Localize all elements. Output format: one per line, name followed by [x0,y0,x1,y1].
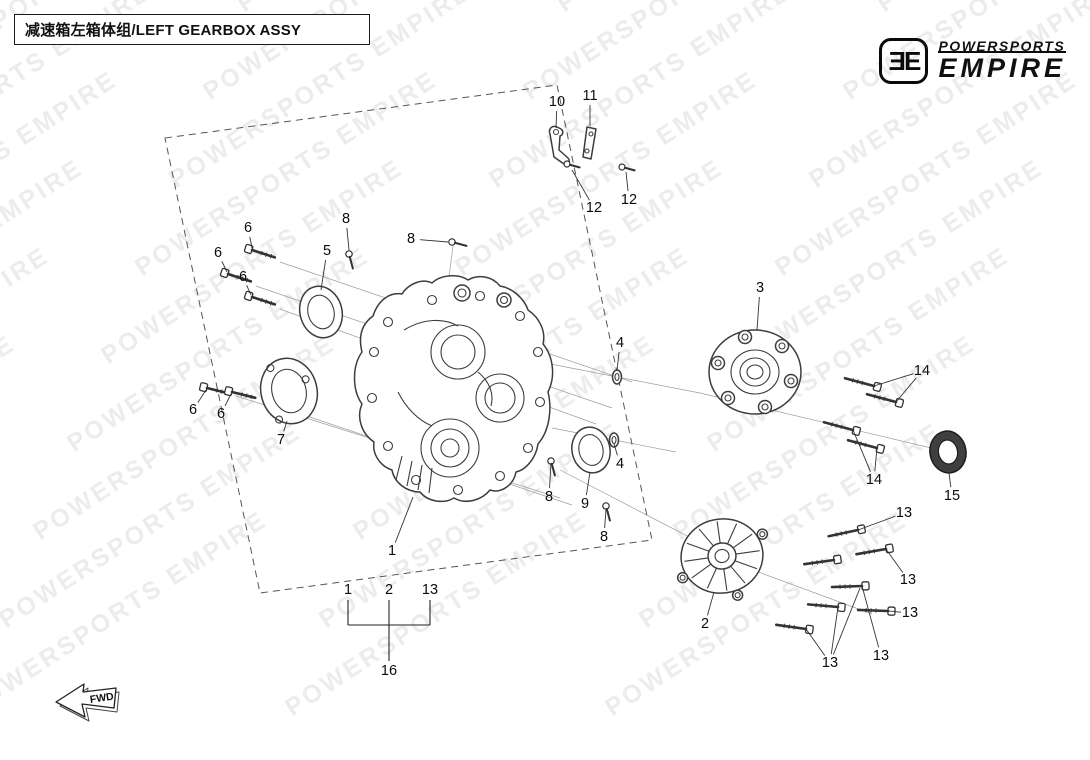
leader-line [221,260,228,273]
screw-part12-1 [563,160,581,169]
leader-line [707,591,715,616]
leader-line [895,377,917,403]
leader-line [555,110,558,129]
leader-line [249,236,253,249]
screw-part8-2 [448,238,468,247]
brand-logo-text: POWERSPORTS EMPIRE [938,38,1066,84]
bracket-part10 [548,125,570,166]
fwd-arrow: FWD [55,683,120,722]
leader-line [283,420,288,432]
leader-line [320,259,327,291]
leader-line [613,443,618,456]
screw-part8-3 [547,457,556,477]
drawing-title-box: 减速箱左箱体组/LEFT GEARBOX ASSY [14,14,370,45]
bolt-part6-3 [243,290,277,306]
brand-monogram-text: ƎE [888,45,922,76]
leader-line [549,462,552,489]
brand-name-top: POWERSPORTS [938,38,1066,54]
leader-line [616,351,620,372]
leader-line [394,496,414,543]
page-title: 减速箱左箱体组/LEFT GEARBOX ASSY [25,22,302,39]
bolt-part14-4 [846,438,886,454]
gearbox-housing-part1 [353,275,554,503]
leader-line [224,393,232,407]
screw-part12-2 [618,163,636,172]
bolt-part13-7 [856,606,896,616]
leader-line [830,606,839,655]
seal-ring-part15 [929,430,967,474]
bolt-part14-1 [843,376,883,392]
leader-line [861,585,880,648]
oil-seal-part9 [571,426,611,474]
washer-part4-lower [608,432,620,448]
leader-line [874,447,878,472]
screw-part8-4 [602,502,611,522]
dashed-assembly-boundary [164,84,653,594]
leader-line [873,373,914,387]
leader-line [346,227,350,251]
leader-line [885,548,904,573]
leader-line [852,429,871,472]
fwd-label: FWD [89,691,115,706]
leader-line [246,285,252,296]
leader-line [948,472,952,488]
bolt-part13-1 [827,524,867,538]
leader-line [805,628,826,656]
brand-monogram-icon: ƎE [879,38,929,84]
bolt-part6-5 [223,386,257,400]
leader-line [857,515,896,531]
bolt-part6-1 [243,243,277,259]
washer-part4-upper [611,369,623,385]
screw-part8-1 [345,250,354,270]
leader-line [585,471,591,496]
bolt-part13-3 [802,554,842,566]
leader-line [887,610,902,613]
strip-part11 [582,126,597,160]
bolt-part14-3 [822,420,862,436]
gasket-plate-part7 [259,357,319,425]
bearing-cap-part5 [298,285,344,339]
finned-cover-part2 [676,518,769,601]
leader-line [625,171,629,192]
leader-line [756,296,760,331]
leader-line [832,587,861,655]
bearing-cover-part3 [708,329,802,415]
leader-line [419,239,449,243]
leader-line [571,169,590,201]
leader-line [604,508,607,529]
bolt-part6-2 [219,267,253,283]
brand-name-bottom: EMPIRE [938,51,1066,83]
bolt-part13-4 [830,581,870,591]
leader-line-layer [197,105,952,661]
brand-logo: ƎE POWERSPORTS EMPIRE [879,38,1066,84]
leader-line [197,389,207,403]
